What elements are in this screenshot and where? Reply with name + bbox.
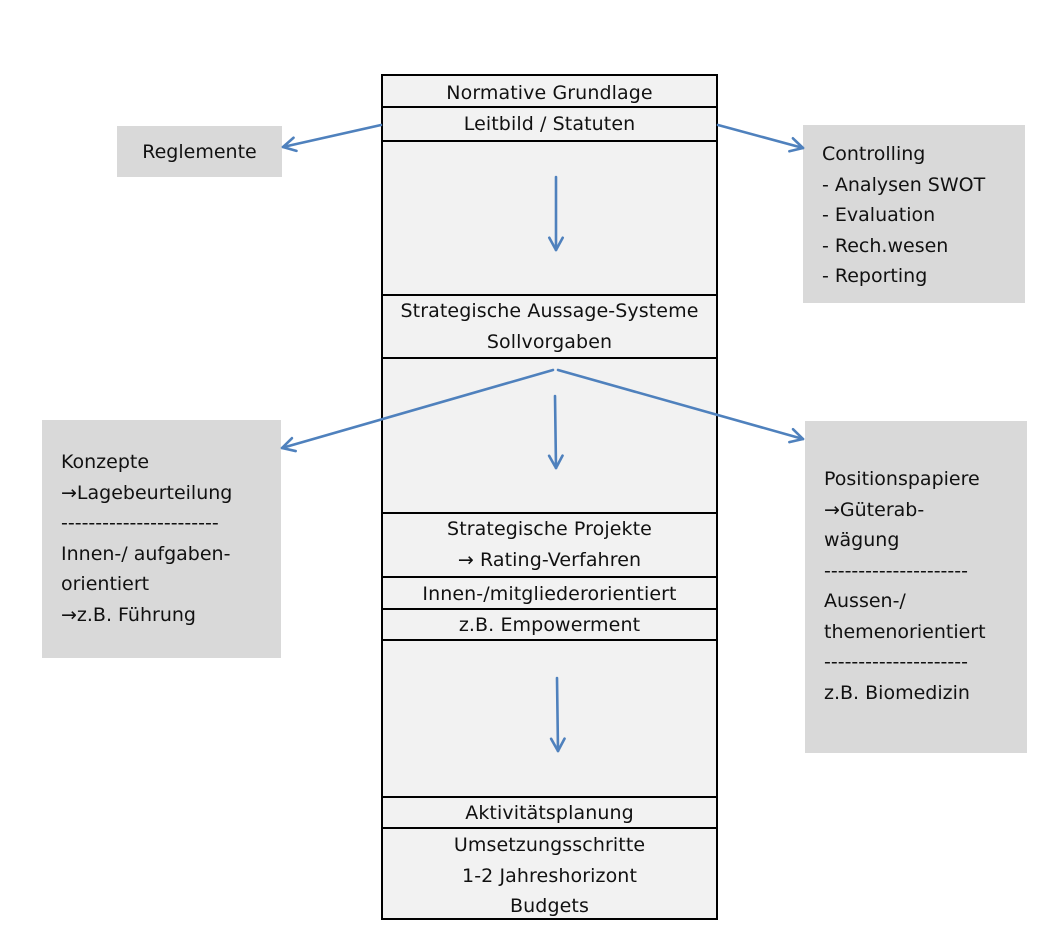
controlling-title: Controlling <box>822 143 926 165</box>
konzepte-line: orientiert <box>61 573 150 595</box>
reglemente-label: Reglemente <box>142 141 257 163</box>
leitbild-label: Leitbild / Statuten <box>463 113 636 135</box>
arrow-to-reglemente-icon <box>281 123 383 153</box>
konzepte-line: Innen-/ aufgaben- <box>61 542 231 565</box>
activity-planning-label: Aktivitätsplanung <box>465 802 634 824</box>
positionspapiere-line: Aussen-/ <box>824 590 906 612</box>
empowerment-label: z.B. Empowerment <box>458 614 641 636</box>
reglemente-box: Reglemente <box>117 126 282 177</box>
controlling-item: - Reporting <box>822 265 928 287</box>
positionspapiere-separator: --------------------- <box>824 651 968 673</box>
divider <box>383 294 716 296</box>
strategic-projects-label: Strategische Projekte <box>447 518 652 540</box>
controlling-box: Controlling - Analysen SWOT - Evaluation… <box>803 125 1025 303</box>
divider <box>383 106 716 108</box>
normative-grundlage-label: Normative Grundlage <box>446 82 653 104</box>
positionspapiere-title: Positionspapiere <box>824 468 980 490</box>
divider <box>383 140 716 142</box>
positionspapiere-line: z.B. Biomedizin <box>824 681 970 704</box>
konzepte-title: Konzepte <box>61 451 150 473</box>
implementation-label: Umsetzungsschritte <box>453 834 646 856</box>
divider <box>383 512 716 514</box>
konzepte-line: →Lagebeurteilung <box>61 481 233 504</box>
divider <box>383 576 716 578</box>
divider <box>383 827 716 829</box>
controlling-item: - Evaluation <box>822 204 936 226</box>
inner-oriented-label: Innen-/mitgliederorientiert <box>422 583 677 605</box>
flow-column: Normative Grundlage Leitbild / Statuten … <box>381 74 718 920</box>
positionspapiere-line: wägung <box>824 529 900 551</box>
konzepte-box: Konzepte →Lagebeurteilung --------------… <box>42 420 281 658</box>
konzepte-line: →z.B. Führung <box>61 603 196 626</box>
positionspapiere-box: Positionspapiere →Güterab- wägung ------… <box>805 421 1027 753</box>
controlling-item: - Rech.wesen <box>822 234 949 257</box>
strategic-systems-label: Strategische Aussage-Systeme <box>400 300 699 322</box>
divider <box>383 357 716 359</box>
horizon-label: 1-2 Jahreshorizont <box>462 865 637 887</box>
rating-label: → Rating-Verfahren <box>457 549 642 571</box>
konzepte-separator: ----------------------- <box>61 512 219 534</box>
sollvorgaben-label: Sollvorgaben <box>486 331 613 353</box>
positionspapiere-separator: --------------------- <box>824 559 968 582</box>
budgets-label: Budgets <box>510 895 589 917</box>
controlling-item: - Analysen SWOT <box>822 173 986 196</box>
arrow-to-controlling-icon <box>716 123 805 153</box>
positionspapiere-line: →Güterab- <box>824 498 925 521</box>
divider <box>383 639 716 641</box>
positionspapiere-line: themenorientiert <box>824 620 986 643</box>
divider <box>383 608 716 610</box>
divider <box>383 796 716 798</box>
